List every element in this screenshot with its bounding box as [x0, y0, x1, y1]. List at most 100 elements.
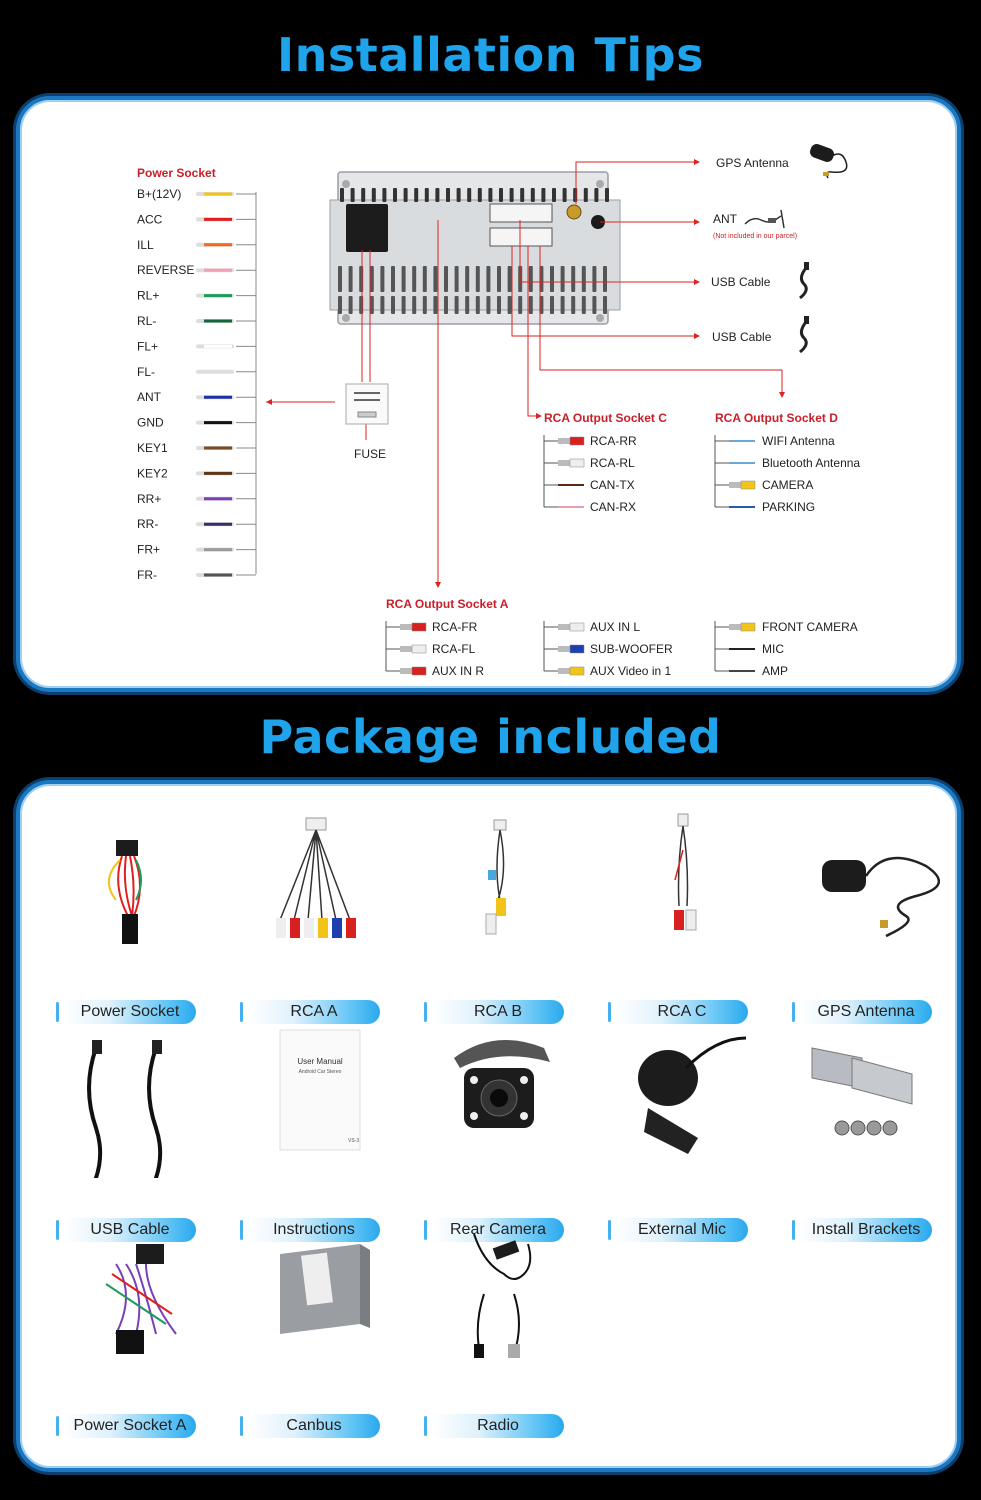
package-item-label: RCA A — [240, 1000, 380, 1024]
package-item-label: Power Socket A — [56, 1414, 196, 1438]
power-wire-label: RL- — [137, 314, 156, 328]
rca-output-label: SUB-WOOFER — [590, 642, 673, 656]
power-wire-label: RL+ — [137, 289, 159, 303]
power-wire-label: RR+ — [137, 492, 161, 506]
rca-output-label: Bluetooth Antenna — [762, 456, 860, 470]
rca-a-title: RCA Output Socket A — [386, 597, 509, 611]
rear-camera-icon — [454, 1040, 550, 1128]
radio-adapter-icon — [473, 1233, 532, 1358]
power-wire-label: KEY1 — [137, 441, 168, 455]
power-wire-label: RR- — [137, 517, 158, 531]
usb-cable-icon-2 — [799, 316, 809, 354]
rca-b-cable-icon — [485, 819, 507, 935]
antenna-port — [591, 215, 605, 229]
power-wire-label: B+(12V) — [137, 187, 181, 201]
rca-output-label: RCA-FR — [432, 620, 478, 634]
power-wire-label: KEY2 — [137, 466, 168, 480]
power-wire-label: REVERSE — [137, 263, 194, 277]
rca-output-label: CAN-TX — [590, 478, 635, 492]
manual-title: User Manual — [297, 1057, 343, 1066]
gps-antenna-label: GPS Antenna — [716, 156, 789, 170]
power-wire-label: ACC — [137, 212, 163, 226]
gps-antenna-icon — [822, 856, 940, 938]
power-wire-label: FL+ — [137, 339, 158, 353]
rca-output-label: MIC — [762, 642, 784, 656]
external-mic-icon — [638, 1036, 747, 1154]
am-fm-antenna-icon — [744, 209, 785, 229]
rca-output-label: AUX IN R — [432, 664, 484, 678]
rca-socket-port-lower — [489, 227, 553, 247]
package-item-label: Install Brackets — [792, 1218, 932, 1242]
ant-label: ANT — [713, 212, 738, 226]
rca-plug-icon — [729, 482, 741, 488]
rca-output-label: PARKING — [762, 500, 815, 514]
power-wire-label: ILL — [137, 238, 154, 252]
package-item-label: Rear Camera — [424, 1218, 564, 1242]
rca-output-label: CAMERA — [762, 478, 813, 492]
canbus-box-icon — [280, 1244, 370, 1334]
power-wire-label: FL- — [137, 365, 155, 379]
manual-subtitle: Android Car Stereo — [299, 1069, 342, 1075]
package-item-label: GPS Antenna — [792, 1000, 932, 1024]
package-item-label: Instructions — [240, 1218, 380, 1242]
usb-cable-label-2: USB Cable — [712, 330, 772, 344]
power-socket-harness-icon — [108, 840, 142, 944]
rca-plug-icon — [558, 624, 570, 630]
rca-a-cable-icon — [276, 817, 356, 938]
rca-output-label: CAN-RX — [590, 500, 636, 514]
rca-output-label: AUX IN L — [590, 620, 640, 634]
rca-output-label: RCA-RR — [590, 434, 637, 448]
installation-tips-heading: Installation Tips — [277, 28, 704, 82]
power-socket-a-harness-icon — [105, 1244, 177, 1354]
package-item-label: RCA C — [608, 1000, 748, 1024]
rca-c-title: RCA Output Socket C — [544, 411, 667, 425]
rca-plug-icon — [400, 624, 412, 630]
rca-a-col2: AUX IN L SUB-WOOFER AUX Video in 1 — [543, 620, 673, 678]
power-socket-title: Power Socket — [137, 166, 216, 180]
rca-c-cable-icon — [674, 813, 697, 931]
rca-plug-icon — [558, 668, 570, 674]
power-wire-label: ANT — [137, 390, 162, 404]
rca-output-label: AMP — [762, 664, 788, 678]
rca-plug-icon — [400, 668, 412, 674]
usb-cable-icon — [87, 1040, 163, 1178]
fuse-box — [345, 383, 389, 425]
usb-cable-label-1: USB Cable — [711, 275, 771, 289]
ant-note: (Not included in our parcel) — [713, 233, 797, 240]
rca-a-col1: RCA-FR RCA-FL AUX IN R — [385, 620, 484, 678]
rca-plug-icon — [729, 624, 741, 630]
rca-output-label: AUX Video in 1 — [590, 664, 671, 678]
power-wire-label: GND — [137, 416, 164, 430]
power-connector-port — [346, 204, 388, 252]
installation-diagram-panel: Power Socket B+(12V) ACC ILL REVERSE RL+ RL- F… — [16, 96, 961, 692]
rca-plug-icon — [558, 460, 570, 466]
package-included-heading: Package included — [259, 710, 722, 764]
package-item-label: Radio — [424, 1414, 564, 1438]
rca-c-list: RCA-RR RCA-RL CAN-TX CAN-RX — [543, 434, 637, 514]
rca-output-label: RCA-RL — [590, 456, 635, 470]
usb-cable-icon-1 — [799, 262, 809, 300]
rca-plug-icon — [400, 646, 412, 652]
rca-output-label: FRONT CAMERA — [762, 620, 858, 634]
manual-code: VS-3 — [348, 1138, 359, 1144]
install-brackets-icon — [811, 1047, 913, 1136]
rca-a-col3: FRONT CAMERA MIC AMP — [714, 620, 858, 678]
rca-output-label: RCA-FL — [432, 642, 476, 656]
gps-port — [566, 204, 582, 220]
wiring-diagram: Power Socket B+(12V) ACC ILL REVERSE RL+ RL- F… — [137, 144, 860, 678]
rca-d-title: RCA Output Socket D — [715, 411, 838, 425]
fuse-label: FUSE — [354, 447, 386, 461]
rca-output-label: WIFI Antenna — [762, 434, 835, 448]
package-item-label: External Mic — [608, 1218, 748, 1242]
power-wire-label: FR+ — [137, 543, 160, 557]
rca-plug-icon — [558, 646, 570, 652]
package-item-label: Canbus — [240, 1414, 380, 1438]
power-wire-label: FR- — [137, 568, 157, 582]
power-socket-wires: B+(12V) ACC ILL REVERSE RL+ RL- FL+ FL- ANT GND KE… — [137, 187, 256, 582]
rca-plug-icon — [558, 438, 570, 444]
rca-socket-port-upper — [489, 203, 553, 223]
package-item-label: USB Cable — [56, 1218, 196, 1242]
